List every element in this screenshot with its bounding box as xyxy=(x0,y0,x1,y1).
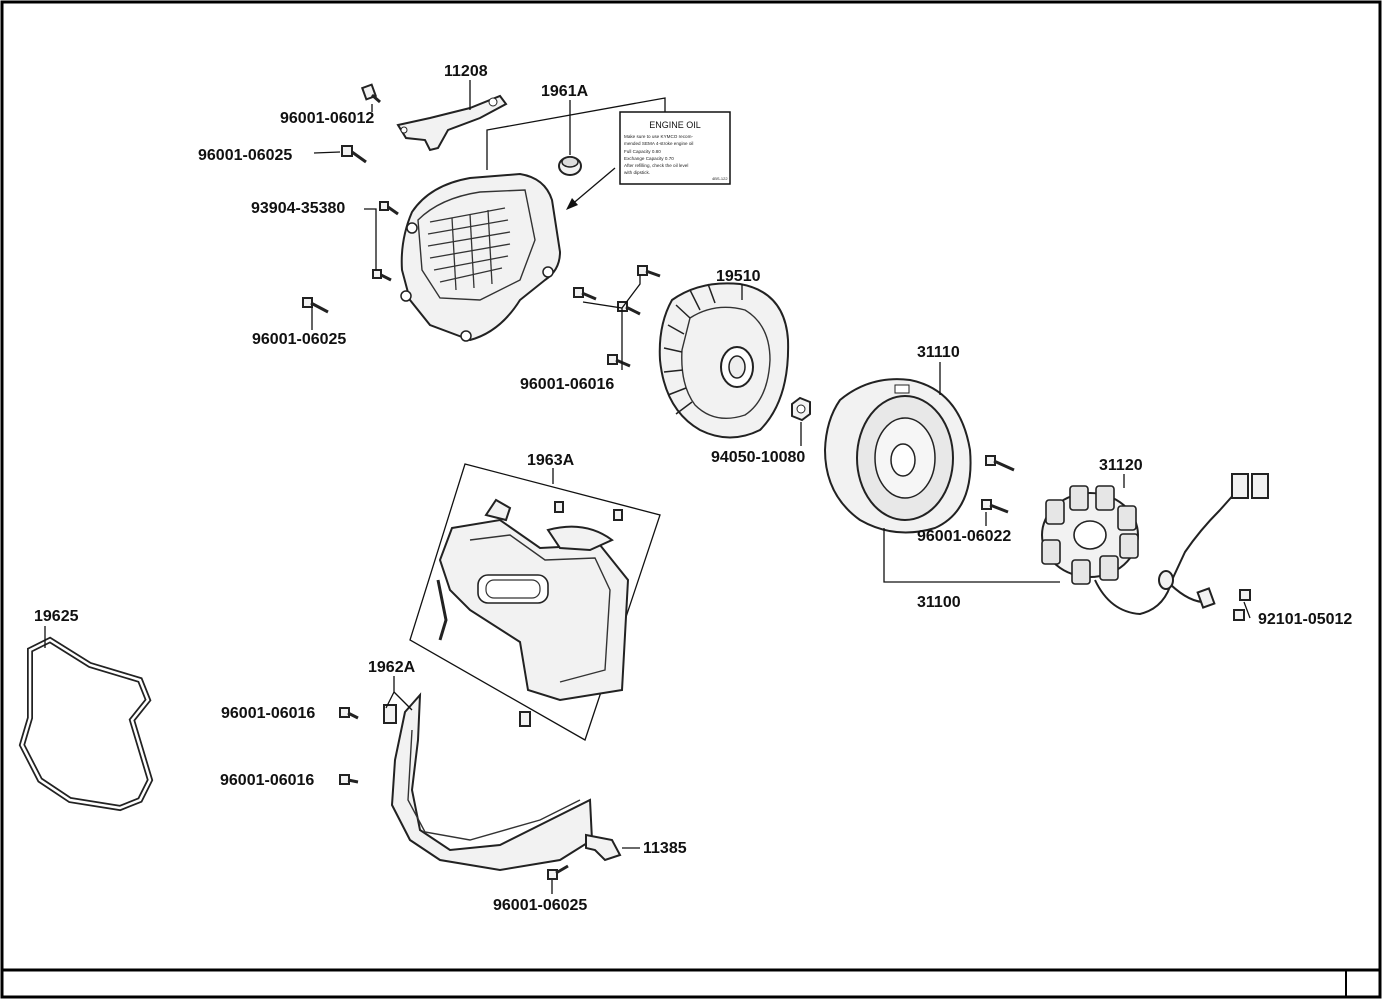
oil-label-line-1: Make sure to use KYMCO recom- xyxy=(624,134,693,139)
nut-94050-10080 xyxy=(791,396,811,422)
oil-label-line-5: After refilling, check the oil level xyxy=(624,163,688,168)
gasket-19625 xyxy=(18,636,154,812)
label-96001-06016-fan: 96001-06016 xyxy=(520,376,615,393)
leader-cover-to-label xyxy=(486,97,666,170)
oil-label-line-6: with dipstick. xyxy=(624,170,650,175)
label-94050-10080: 94050-10080 xyxy=(711,449,806,466)
oil-label-title: ENGINE OIL xyxy=(649,120,701,130)
label-11208: 11208 xyxy=(444,63,488,80)
bolt-96001-06025-left xyxy=(302,297,329,314)
label-19510: 19510 xyxy=(716,268,761,285)
leader-92101-05012 xyxy=(1243,601,1251,619)
bolt-96001-06016-b xyxy=(339,707,359,720)
stator-31120 xyxy=(1041,473,1269,616)
leader-96001-06016-a1 xyxy=(582,275,641,309)
oil-cap-1961A xyxy=(558,156,582,176)
label-96001-06022: 96001-06022 xyxy=(917,528,1012,545)
label-96001-06016-lower: 96001-06016 xyxy=(220,772,315,789)
screws-92101-05012 xyxy=(1233,589,1251,621)
screws-96001-06022 xyxy=(981,455,1015,514)
leader-1962A-b xyxy=(393,691,413,711)
frame-1963A xyxy=(409,463,661,741)
bolt-96001-06012 xyxy=(360,83,381,104)
label-96001-06016-upper: 96001-06016 xyxy=(221,705,316,722)
oil-label-line-3: Full Capacity 0.80 xyxy=(624,149,661,154)
bolts-96001-06016-fan xyxy=(573,265,661,368)
oil-label-line-4: Exchange Capacity 0.70 xyxy=(624,156,674,161)
label-1961A: 1961A xyxy=(541,83,589,100)
clip-11385 xyxy=(585,833,622,862)
label-19625: 19625 xyxy=(34,608,79,625)
arrow-head xyxy=(566,198,578,210)
label-1963A: 1963A xyxy=(527,452,575,469)
arrow-line-label xyxy=(569,167,616,207)
label-31100: 31100 xyxy=(917,594,961,611)
label-92101-05012: 92101-05012 xyxy=(1258,611,1353,628)
leader-93904-35380 xyxy=(364,208,377,270)
cooling-fan-19510 xyxy=(658,282,790,439)
oil-label-code: 4BS-122 xyxy=(712,176,728,181)
label-96001-06025-top: 96001-06025 xyxy=(198,147,293,164)
bracket-11208 xyxy=(396,94,508,152)
label-96001-06025-bottom: 96001-06025 xyxy=(493,897,588,914)
bolt-96001-06025-bottom xyxy=(547,864,569,880)
label-31120: 31120 xyxy=(1099,457,1143,474)
label-96001-06012: 96001-06012 xyxy=(280,110,375,127)
bolt-96001-06016-c xyxy=(339,774,359,785)
screw-93904-35380 xyxy=(372,201,399,282)
label-31110: 31110 xyxy=(917,344,960,361)
oil-label-line-2: mended SEMA 4-stroke engine oil xyxy=(624,141,693,146)
leader-1962A-a xyxy=(385,676,395,709)
cover-1962A xyxy=(383,692,594,872)
engine-oil-label: ENGINE OIL Make sure to use KYMCO recom-… xyxy=(619,111,731,185)
label-96001-06025-left: 96001-06025 xyxy=(252,331,347,348)
label-11385: 11385 xyxy=(643,840,687,857)
bolt-96001-06025-top xyxy=(341,145,367,164)
flywheel-31110 xyxy=(823,378,972,534)
label-93904-35380: 93904-35380 xyxy=(251,200,346,217)
leader-96001-06025-top xyxy=(313,151,341,154)
fan-cover xyxy=(400,172,562,342)
shroud-1963A xyxy=(436,498,630,727)
leader-31100 xyxy=(883,528,1060,583)
label-1962A: 1962A xyxy=(368,659,416,676)
